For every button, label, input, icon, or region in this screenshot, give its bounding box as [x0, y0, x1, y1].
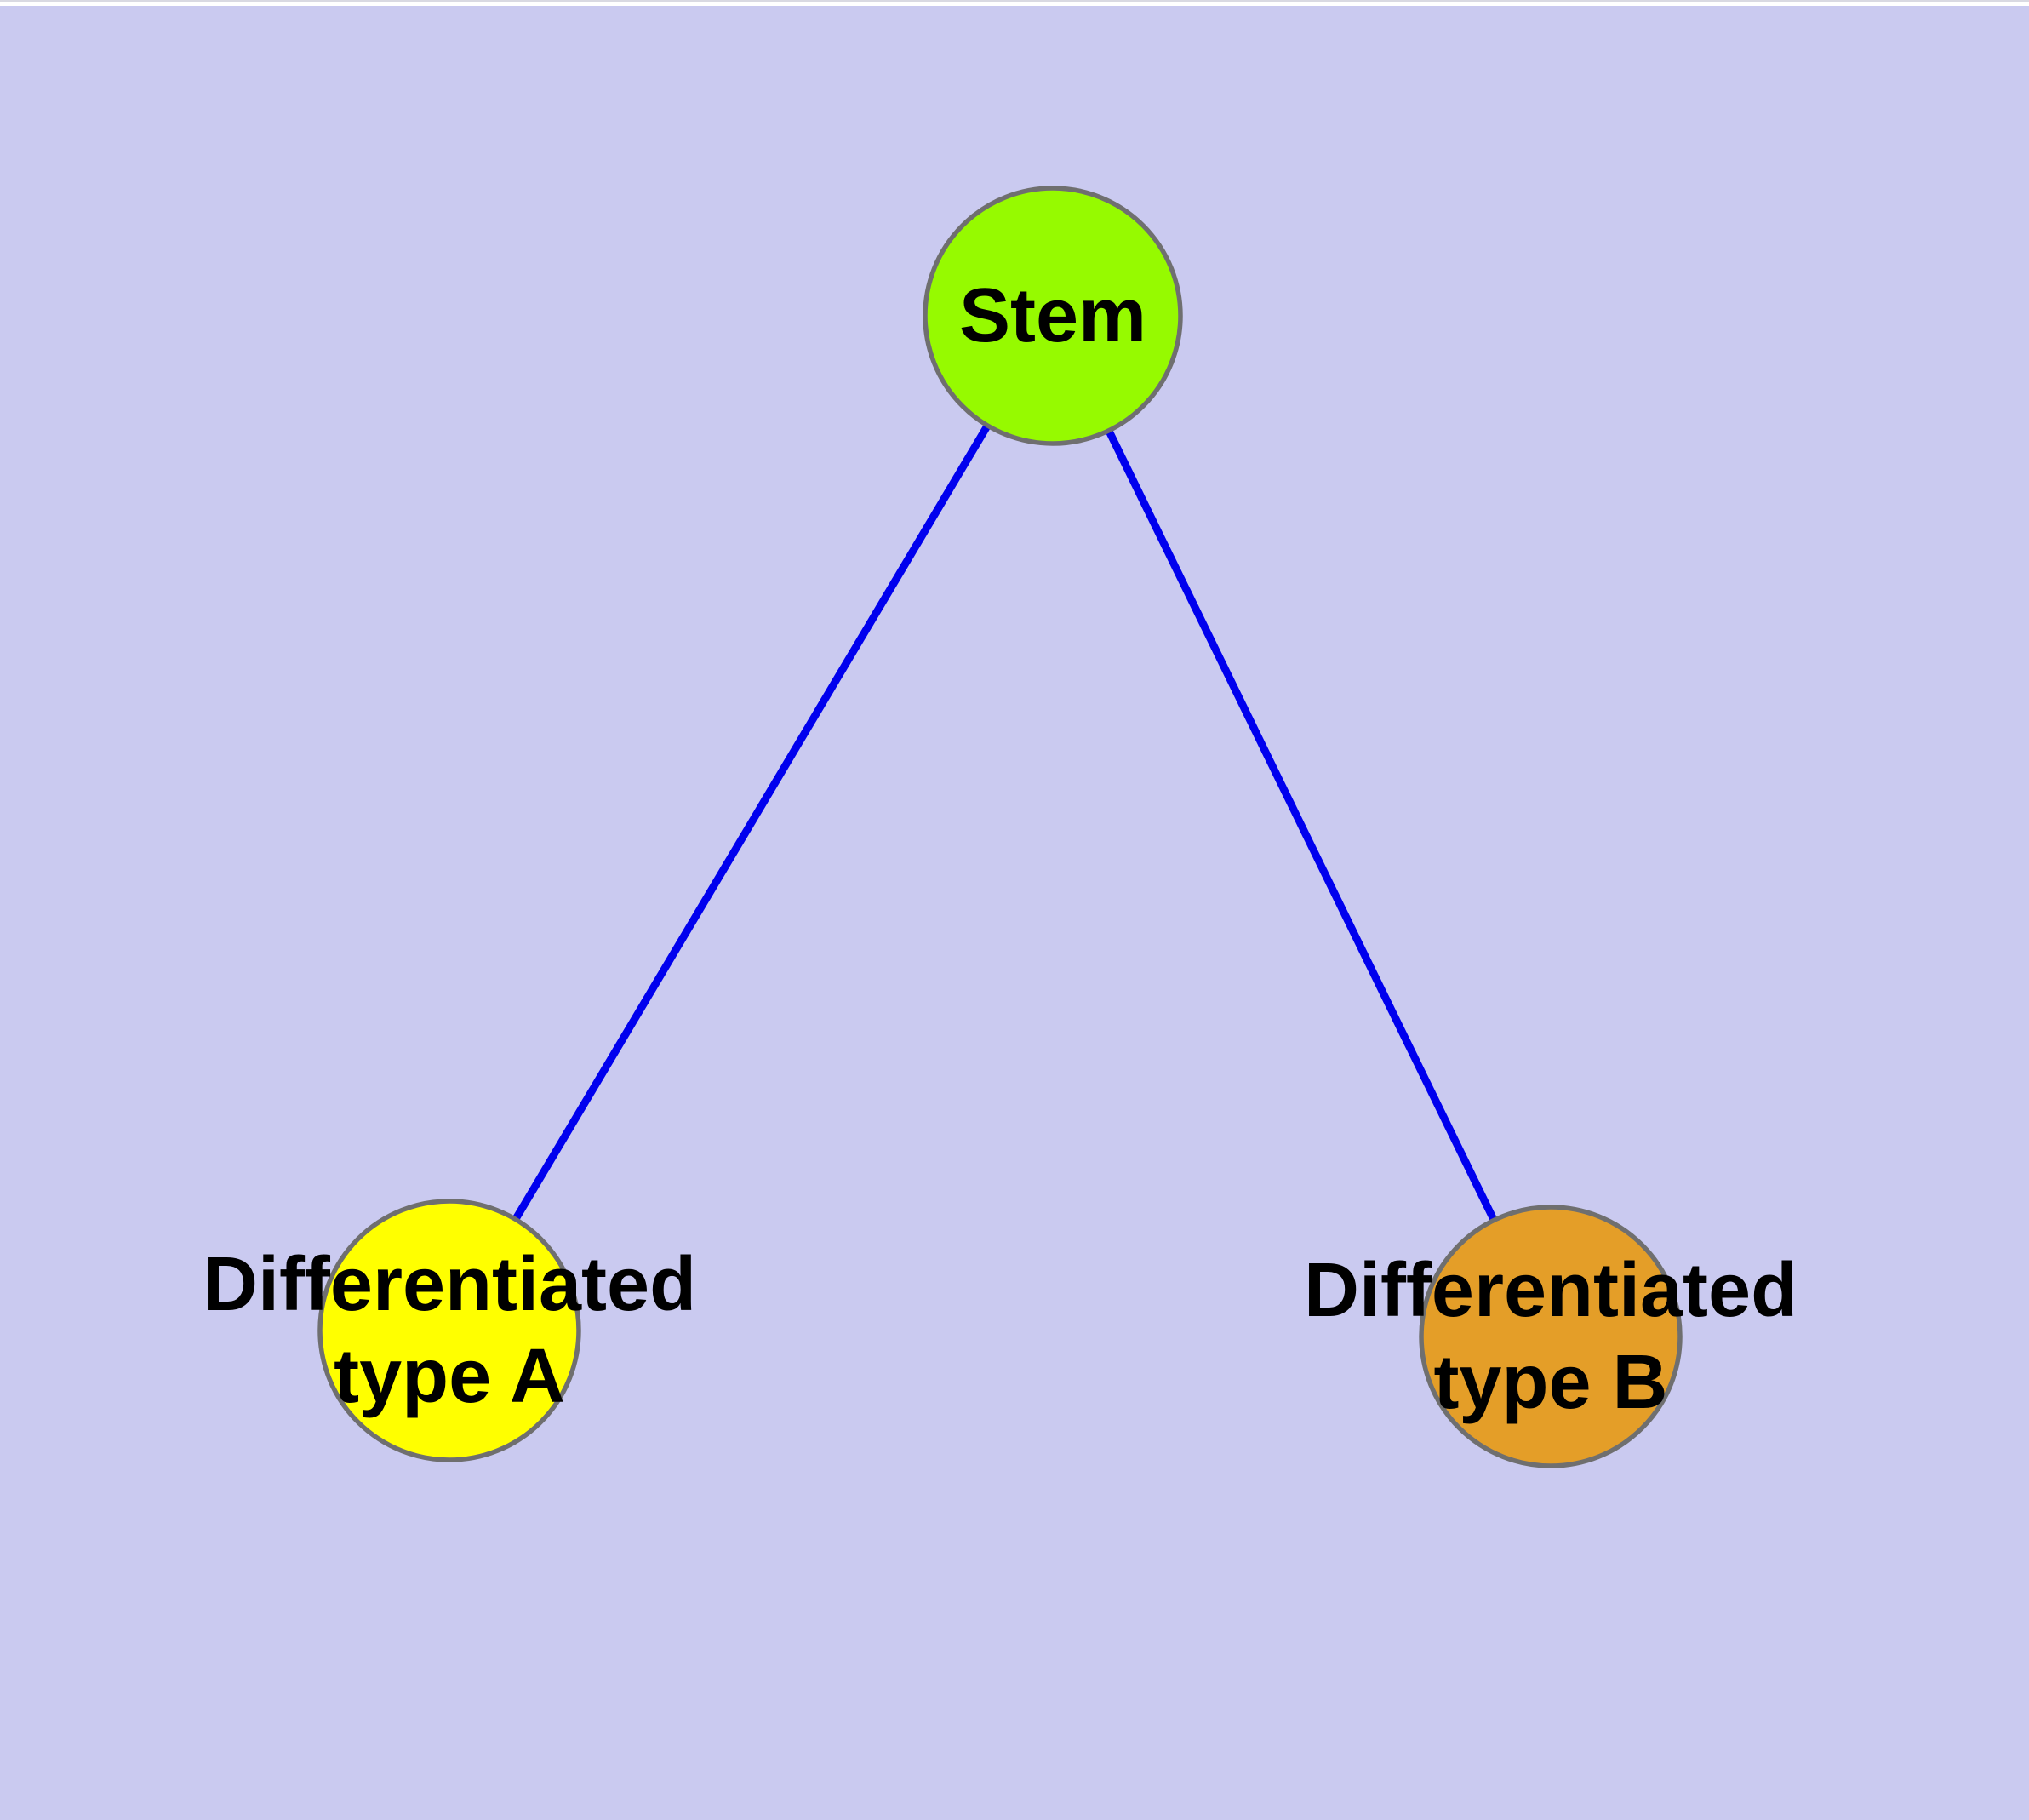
top-margin-strip: [0, 0, 2029, 6]
edge-stem-to-type-a: [446, 313, 1056, 1333]
node-circle-type-a: [317, 1199, 581, 1462]
node-circle-stem: [923, 186, 1183, 446]
node-circle-type-b: [1419, 1205, 1683, 1468]
edge-stem-to-type-b: [1049, 314, 1555, 1338]
